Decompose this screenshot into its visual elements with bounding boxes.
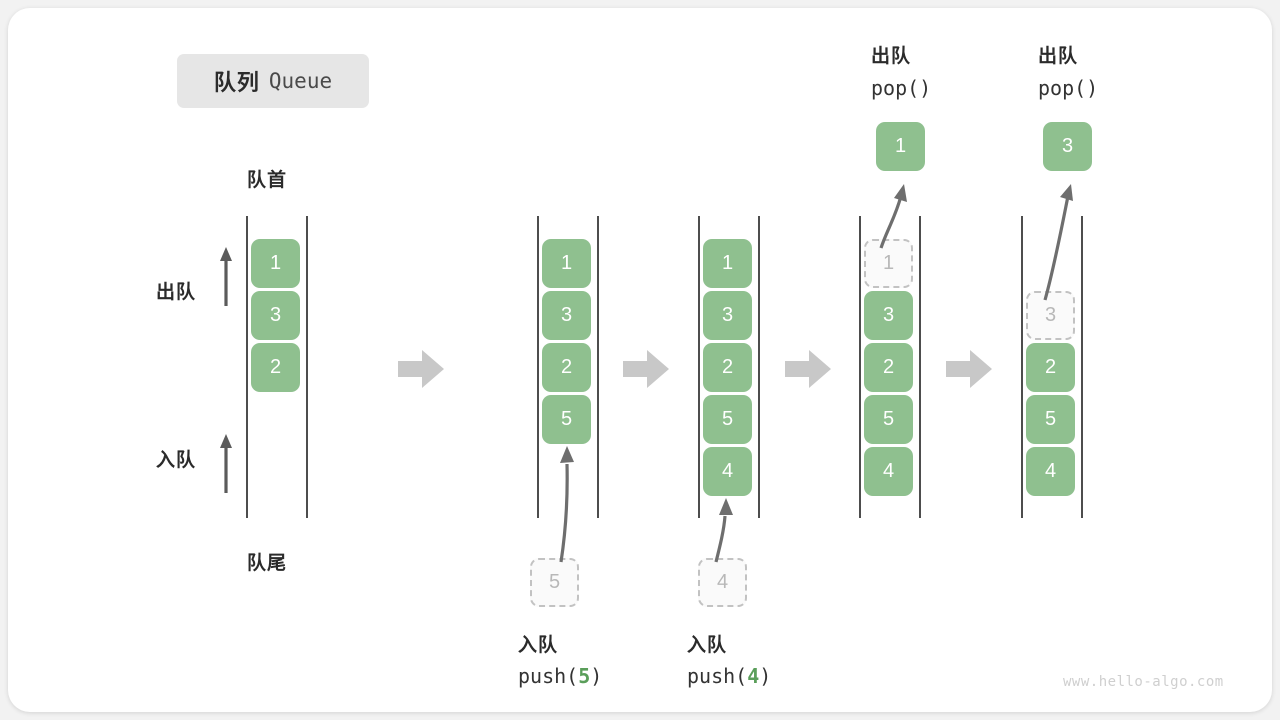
push-5-fn: push( bbox=[518, 664, 579, 688]
dequeue-arrow-icon bbox=[215, 246, 237, 308]
pop-1-caption-cn: 出队 bbox=[871, 46, 912, 67]
front-label: 队首 bbox=[247, 170, 288, 191]
queue-cell: 1 bbox=[251, 239, 300, 288]
pop-arrow-icon bbox=[863, 178, 923, 250]
push-4-caption-call: push(4) bbox=[687, 664, 771, 688]
queue-cell: 3 bbox=[251, 291, 300, 340]
push-arrow-icon bbox=[701, 488, 751, 564]
push-5-caption-call: push(5) bbox=[518, 664, 602, 688]
push-5-arg: 5 bbox=[578, 664, 591, 688]
queue-cell: 1 bbox=[703, 239, 752, 288]
queue-cell: 3 bbox=[864, 291, 913, 340]
step-arrow-icon bbox=[785, 350, 831, 388]
push-arrow-icon bbox=[538, 436, 598, 564]
outgoing-ghost-cell: 1 bbox=[864, 239, 913, 288]
outgoing-ghost-cell: 3 bbox=[1026, 291, 1075, 340]
diagram-card: 队列 Queue 1 3 2 队首 队尾 出队 入队 1 3 2 bbox=[8, 8, 1272, 712]
push-4-arg: 4 bbox=[747, 664, 760, 688]
push-5-close: ) bbox=[590, 664, 603, 688]
popped-cell: 3 bbox=[1043, 122, 1092, 171]
enqueue-arrow-icon bbox=[215, 433, 237, 495]
queue-column-pop-1: 1 3 2 5 4 bbox=[859, 216, 921, 518]
queue-rail-right bbox=[919, 216, 921, 518]
watermark: www.hello-algo.com bbox=[1063, 674, 1224, 690]
queue-cell: 2 bbox=[703, 343, 752, 392]
title-badge: 队列 Queue bbox=[177, 54, 369, 108]
queue-cell: 1 bbox=[542, 239, 591, 288]
title-en: Queue bbox=[268, 69, 333, 93]
pop-3-caption-cn: 出队 bbox=[1038, 46, 1079, 67]
push-4-caption-cn: 入队 bbox=[687, 635, 728, 656]
queue-cell: 4 bbox=[703, 447, 752, 496]
queue-cell: 4 bbox=[1026, 447, 1075, 496]
queue-cell: 4 bbox=[864, 447, 913, 496]
push-4-close: ) bbox=[759, 664, 772, 688]
queue-column-push-5: 1 3 2 5 bbox=[537, 216, 599, 518]
queue-column-push-4: 1 3 2 5 4 bbox=[698, 216, 760, 518]
queue-cell: 2 bbox=[1026, 343, 1075, 392]
queue-rail-right bbox=[1081, 216, 1083, 518]
step-arrow-icon bbox=[946, 350, 992, 388]
rear-label: 队尾 bbox=[247, 553, 288, 574]
queue-cell: 5 bbox=[703, 395, 752, 444]
incoming-ghost-cell: 4 bbox=[698, 558, 747, 607]
incoming-ghost-cell: 5 bbox=[530, 558, 579, 607]
queue-rail-left bbox=[698, 216, 700, 518]
queue-rail-right bbox=[758, 216, 760, 518]
queue-cell: 2 bbox=[542, 343, 591, 392]
queue-cell: 5 bbox=[542, 395, 591, 444]
queue-rail-left bbox=[859, 216, 861, 518]
queue-cell: 5 bbox=[864, 395, 913, 444]
push-4-fn: push( bbox=[687, 664, 748, 688]
queue-cell: 3 bbox=[542, 291, 591, 340]
pop-3-caption-call: pop() bbox=[1038, 76, 1099, 100]
queue-cell: 3 bbox=[703, 291, 752, 340]
dequeue-label: 出队 bbox=[156, 282, 197, 303]
queue-column-pop-3: 3 2 5 4 bbox=[1021, 216, 1083, 518]
queue-rail-right bbox=[597, 216, 599, 518]
queue-rail-left bbox=[1021, 216, 1023, 518]
title-cn: 队列 bbox=[213, 70, 260, 95]
pop-arrow-icon bbox=[1026, 178, 1086, 302]
queue-rail-right bbox=[306, 216, 308, 518]
push-5-caption-cn: 入队 bbox=[518, 635, 559, 656]
queue-cell: 2 bbox=[251, 343, 300, 392]
queue-rail-left bbox=[537, 216, 539, 518]
popped-cell: 1 bbox=[876, 122, 925, 171]
step-arrow-icon bbox=[623, 350, 669, 388]
step-arrow-icon bbox=[398, 350, 444, 388]
queue-cell: 5 bbox=[1026, 395, 1075, 444]
queue-rail-left bbox=[246, 216, 248, 518]
queue-column-initial: 1 3 2 bbox=[246, 216, 308, 518]
enqueue-label: 入队 bbox=[156, 450, 197, 471]
pop-1-caption-call: pop() bbox=[871, 76, 932, 100]
queue-cell: 2 bbox=[864, 343, 913, 392]
